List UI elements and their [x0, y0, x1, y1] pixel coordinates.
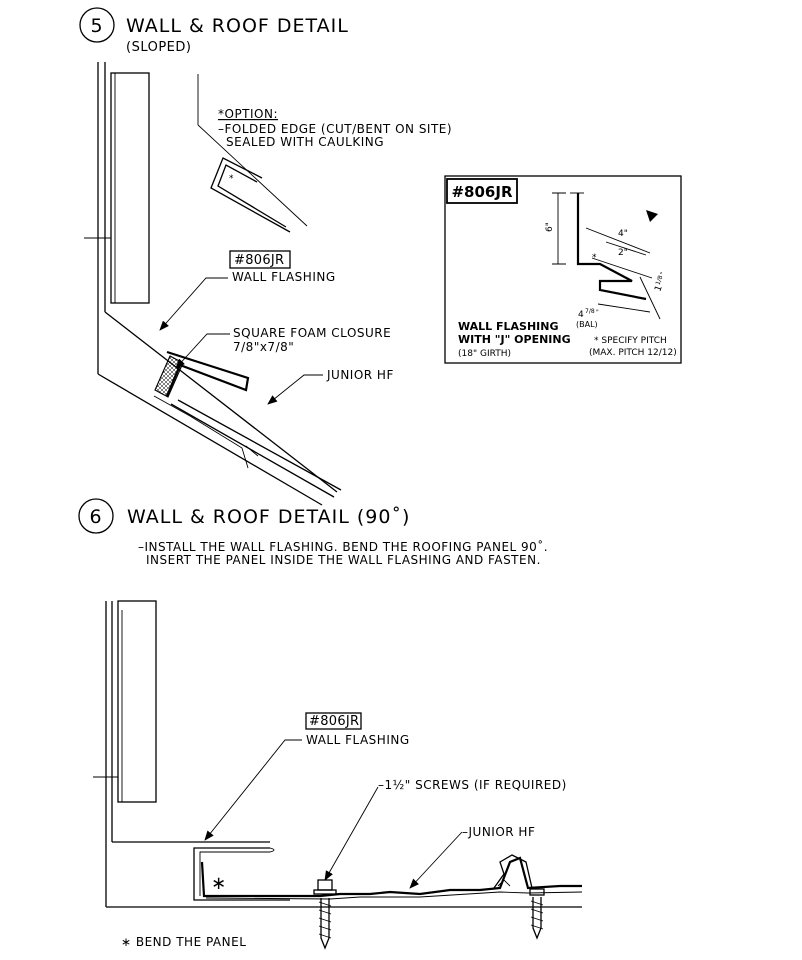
- foam-label-line-2: 7/8"x7/8": [233, 340, 294, 354]
- detail-6-number-circle: [78, 498, 114, 534]
- detail-5-wall: [84, 62, 338, 506]
- profile-dim-bal: 4 7/8 " (BAL): [576, 308, 599, 329]
- detail-6-flashing-j: [193, 847, 290, 901]
- profile-girth: (18" GIRTH): [458, 349, 511, 359]
- detail-6-part-label: WALL FLASHING: [306, 733, 410, 747]
- detail-6-part-tag-box: [305, 712, 362, 730]
- profile-tag: #806JR: [451, 183, 512, 201]
- detail-6-junior-hf-panel: [200, 854, 583, 900]
- detail-5-subtitle: (SLOPED): [126, 40, 191, 55]
- profile-star: *: [592, 253, 597, 263]
- detail-6-panel-label: –JUNIOR HF: [462, 825, 535, 839]
- detail-6: 6 WALL & ROOF DETAIL (90˚) –INSTALL THE …: [78, 498, 583, 950]
- profile-dim-bal-unit: ": [596, 309, 599, 316]
- detail-5-part-label: WALL FLASHING: [232, 270, 336, 284]
- profile-name-line-1: WALL FLASHING: [458, 320, 559, 333]
- foam-leader: [175, 333, 230, 369]
- detail-6-note-line-2: INSERT THE PANEL INSIDE THE WALL FLASHIN…: [146, 553, 541, 567]
- detail-5-part-tag-box: [229, 250, 291, 269]
- profile-dim-j: 2": [618, 248, 628, 258]
- profile-tag-box: [446, 178, 518, 204]
- profile-dim-side: 1 1/8 ": [653, 271, 667, 293]
- detail-5-panel-label: JUNIOR HF: [326, 368, 394, 382]
- profile-dim-width: 4": [618, 229, 628, 239]
- screws-leader: [324, 786, 379, 881]
- profile-pitch-line-1: * SPECIFY PITCH: [594, 336, 667, 346]
- bend-panel-footnote: ∗ BEND THE PANEL: [121, 935, 246, 949]
- screws-label: –1½" SCREWS (IF REQUIRED): [378, 778, 567, 792]
- detail-6-number: 6: [89, 506, 102, 528]
- profile-box: #806JR 6" 4" 2" * 1 1/8 " 4 7/8 " (BAL): [444, 175, 682, 364]
- detail-6-title: WALL & ROOF DETAIL (90˚): [127, 506, 410, 528]
- detail-5-junior-hf-panel: [153, 350, 342, 498]
- option-line-2: SEALED WITH CAULKING: [226, 135, 384, 149]
- profile-pitch-line-2: (MAX. PITCH 12/12): [589, 348, 677, 358]
- profile-dim-side-frac: 1/8: [655, 274, 665, 286]
- detail-6-panel-leader: [409, 831, 463, 889]
- profile-dim-side-main: 1: [653, 284, 664, 293]
- option-star: *: [229, 174, 234, 184]
- profile-dim-bal-note: (BAL): [576, 320, 598, 329]
- screw-left: [313, 879, 337, 950]
- screw-right: [529, 888, 545, 940]
- wall-flashing-leader: [159, 277, 228, 331]
- profile-name-line-2: WITH "J" OPENING: [458, 333, 571, 346]
- option-line-1: –FOLDED EDGE (CUT/BENT ON SITE): [218, 122, 452, 136]
- detail-5-part-tag: #806JR: [234, 253, 284, 268]
- detail-5-folded-edge-option: *: [197, 74, 308, 233]
- profile-dim-side-unit: ": [659, 271, 667, 276]
- pitch-arrow-icon: [646, 210, 658, 222]
- detail-6-flashing-leader: [204, 739, 302, 841]
- detail-5-panel-leader: [267, 374, 323, 405]
- detail-5-number-circle: [79, 7, 115, 43]
- detail-5: 5 WALL & ROOF DETAIL (SLOPED) * *OPTION:…: [79, 7, 452, 506]
- detail-6-part-tag: #806JR: [309, 714, 359, 729]
- profile-shape: [552, 192, 661, 320]
- profile-dim-height: 6": [545, 222, 555, 232]
- profile-dim-bal-main: 4: [578, 310, 584, 320]
- detail-5-number: 5: [90, 15, 103, 37]
- bend-panel-star: ∗: [211, 873, 226, 894]
- profile-dim-bal-frac: 7/8: [585, 308, 595, 315]
- detail-6-note-line-1: –INSTALL THE WALL FLASHING. BEND THE ROO…: [138, 539, 548, 554]
- foam-label-line-1: SQUARE FOAM CLOSURE: [233, 326, 391, 340]
- option-heading: *OPTION:: [218, 107, 278, 121]
- detail-6-wall: [93, 600, 582, 908]
- detail-5-title: WALL & ROOF DETAIL: [126, 15, 349, 37]
- profile-box-frame: [444, 175, 682, 364]
